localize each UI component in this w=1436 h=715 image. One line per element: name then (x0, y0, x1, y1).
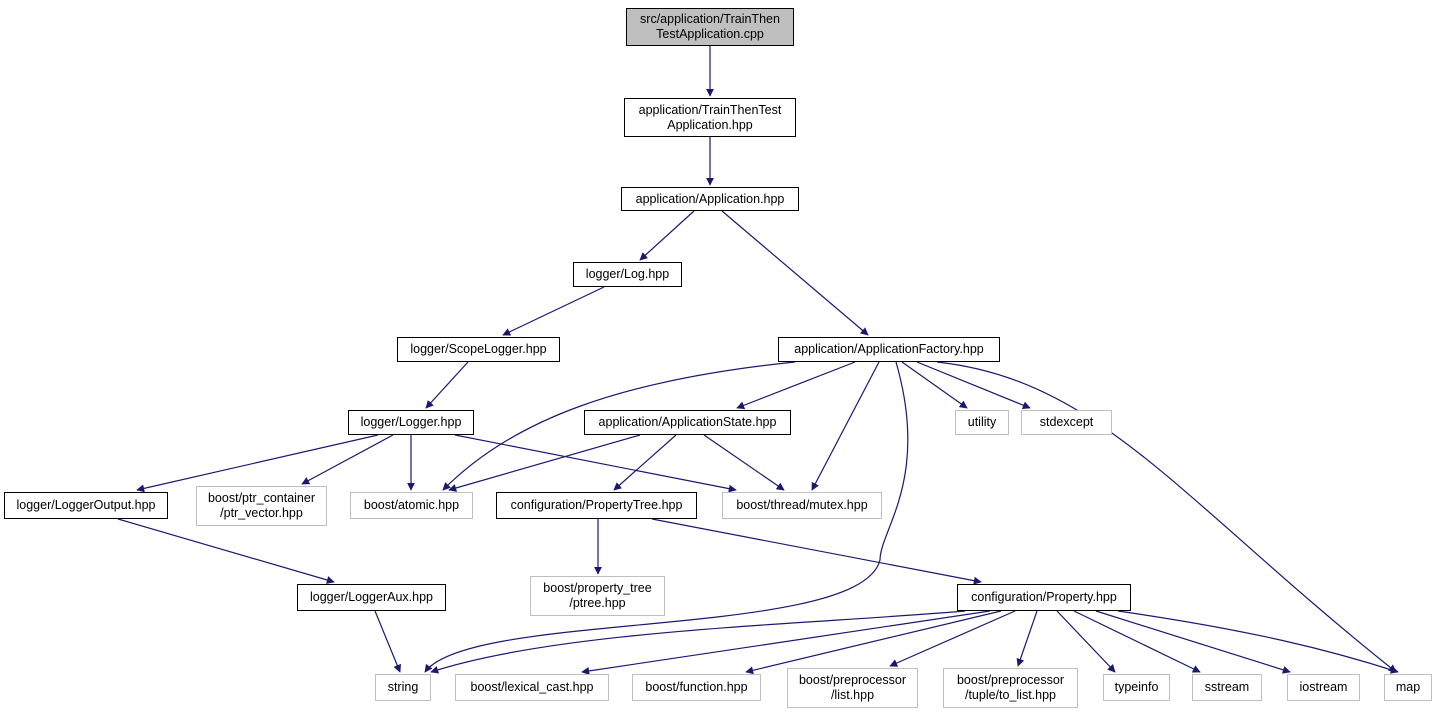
node-boost-thread-mutex-hpp[interactable]: boost/thread/mutex.hpp (722, 492, 882, 519)
node-application-factory-hpp[interactable]: application/ApplicationFactory.hpp (778, 337, 1000, 362)
edge-appstate-to-proptree (613, 434, 677, 491)
node-application-hpp[interactable]: application/Application.hpp (621, 187, 799, 211)
edge-app-to-log (639, 210, 695, 261)
edge-proptree-to-property (651, 518, 982, 585)
edge-factory-to-stdexcept (916, 361, 1031, 409)
node-stdexcept[interactable]: stdexcept (1021, 410, 1112, 435)
edge-logger-to-loggeroutput (136, 434, 379, 493)
node-sstream[interactable]: sstream (1192, 674, 1262, 701)
node-typeinfo[interactable]: typeinfo (1103, 674, 1170, 701)
node-log-hpp[interactable]: logger/Log.hpp (573, 262, 682, 287)
node-logger-output-hpp[interactable]: logger/LoggerOutput.hpp (4, 492, 168, 519)
edge-property-to-sstream (1073, 610, 1201, 673)
edge-property-to-map (1117, 610, 1399, 674)
node-boost-preprocessor-tuple-to-list-hpp[interactable]: boost/preprocessor /tuple/to_list.hpp (943, 668, 1078, 708)
node-train-then-test-application-hpp[interactable]: application/TrainThenTest Application.hp… (624, 98, 796, 137)
node-boost-ptr-vector-hpp[interactable]: boost/ptr_container /ptr_vector.hpp (196, 486, 327, 526)
node-train-then-test-application-cpp[interactable]: src/application/TrainThen TestApplicatio… (626, 8, 794, 46)
edge-factory-to-string (424, 361, 909, 673)
edge-appstate-to-atomic (448, 434, 641, 492)
node-scope-logger-hpp[interactable]: logger/ScopeLogger.hpp (397, 337, 560, 362)
node-property-hpp[interactable]: configuration/Property.hpp (957, 584, 1131, 611)
node-logger-hpp[interactable]: logger/Logger.hpp (348, 410, 474, 435)
node-property-tree-hpp[interactable]: configuration/PropertyTree.hpp (496, 492, 697, 519)
edge-property-to-iostream (1095, 610, 1291, 674)
edge-factory-to-mutex (811, 361, 880, 491)
node-utility[interactable]: utility (955, 410, 1009, 435)
edge-app-to-factory (721, 210, 869, 336)
edge-logger-to-mutex (454, 434, 737, 493)
node-string[interactable]: string (375, 674, 431, 701)
edge-scope-to-logger (425, 361, 469, 409)
node-boost-preprocessor-list-hpp[interactable]: boost/preprocessor /list.hpp (787, 668, 918, 708)
node-boost-lexical-cast-hpp[interactable]: boost/lexical_cast.hpp (455, 674, 609, 701)
node-boost-function-hpp[interactable]: boost/function.hpp (632, 674, 761, 701)
edge-appstate-to-mutex (703, 434, 785, 491)
edge-property-to-pplist (889, 610, 1016, 667)
edge-factory-to-map (936, 361, 1397, 673)
edge-factory-to-utility (901, 361, 968, 409)
node-map[interactable]: map (1384, 674, 1432, 701)
edge-loggeraux-to-string (374, 610, 401, 673)
edge-factory-to-atomic (442, 361, 796, 491)
node-logger-aux-hpp[interactable]: logger/LoggerAux.hpp (297, 584, 446, 611)
node-boost-atomic-hpp[interactable]: boost/atomic.hpp (350, 492, 473, 519)
edge-property-to-typeinfo (1056, 610, 1116, 673)
node-boost-property-tree-ptree-hpp[interactable]: boost/property_tree /ptree.hpp (530, 576, 665, 616)
edge-property-to-pptolist (1016, 610, 1038, 667)
node-application-state-hpp[interactable]: application/ApplicationState.hpp (584, 410, 791, 435)
edge-property-to-string (430, 610, 966, 674)
node-iostream[interactable]: iostream (1287, 674, 1360, 701)
edge-property-to-lexcast (581, 610, 991, 675)
edge-logger-to-ptrvec (301, 434, 394, 485)
edge-log-to-scope (502, 286, 605, 336)
edge-factory-to-appstate (736, 361, 856, 410)
edge-loggeroutput-to-loggeraux (117, 518, 335, 584)
edge-property-to-function (745, 610, 1002, 675)
